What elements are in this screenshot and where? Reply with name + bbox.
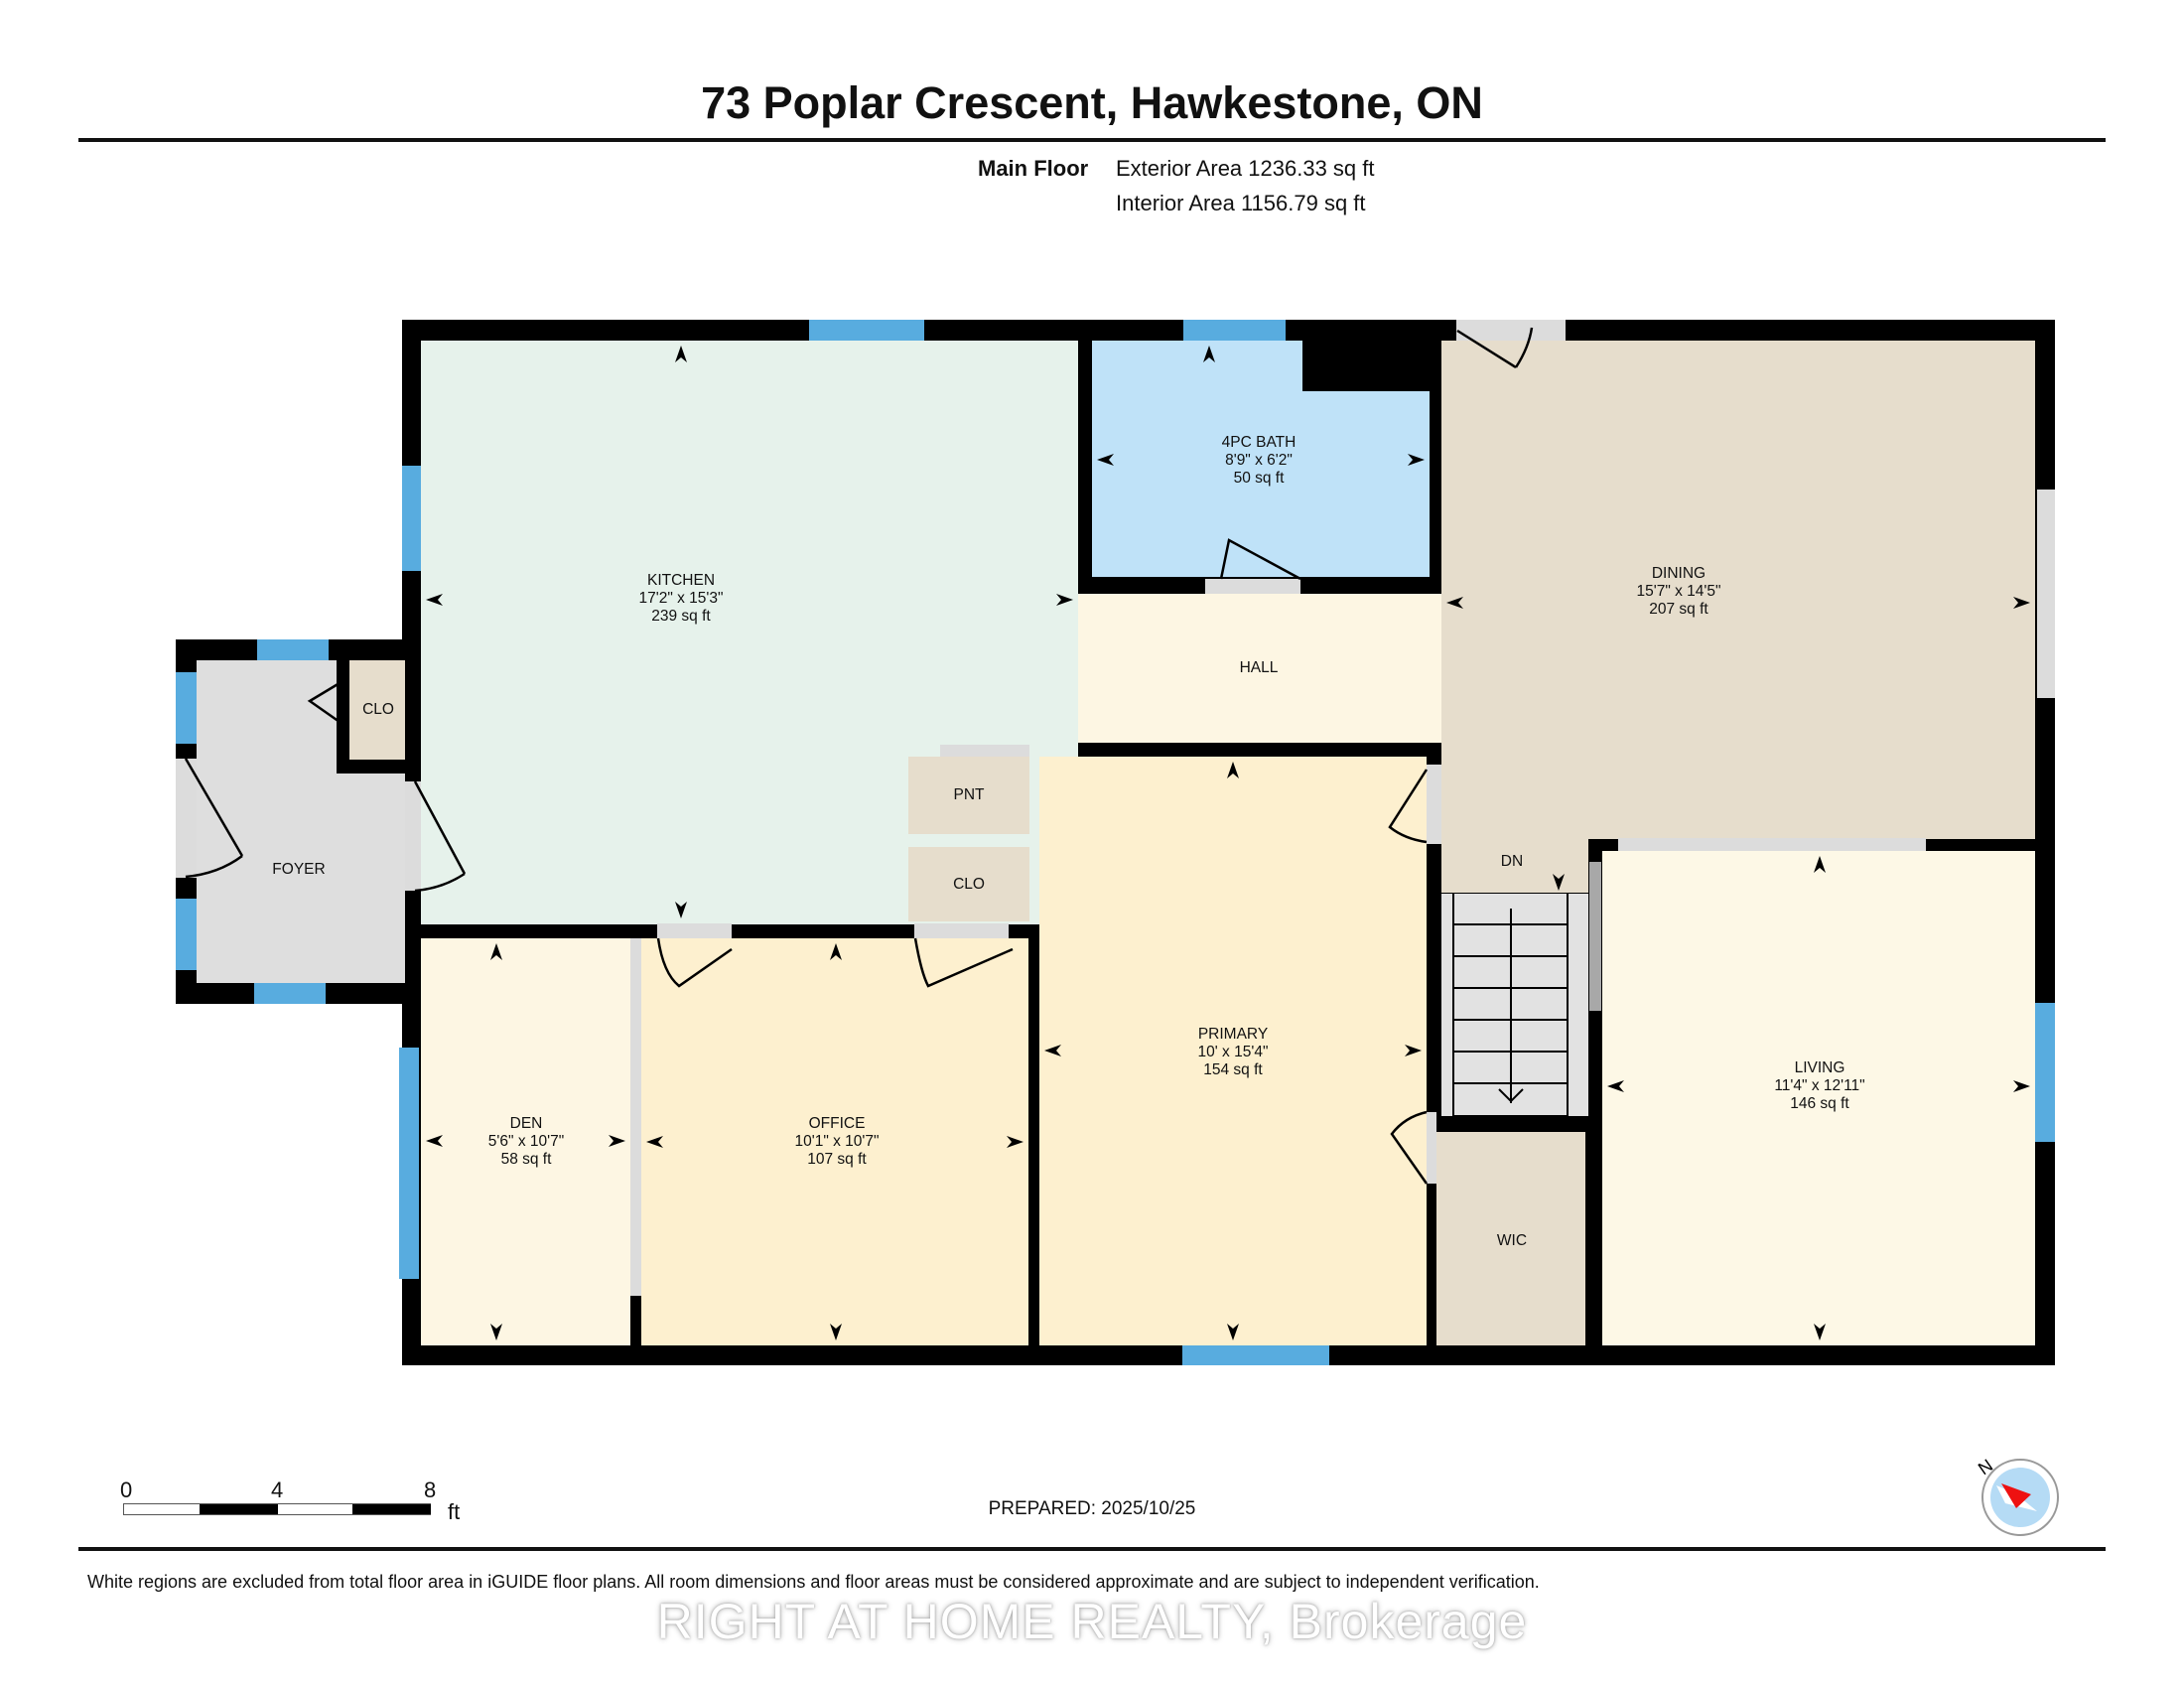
foyer-kitchen-opening: [405, 781, 421, 891]
label-pantry: PNT: [953, 786, 985, 803]
room-name: DEN: [509, 1115, 543, 1132]
scale-tick-8: 8: [424, 1477, 437, 1502]
label-bath: 4PC BATH 8'9" x 6'2" 50 sq ft: [1222, 434, 1297, 488]
label-foyer-closet: CLO: [362, 701, 394, 718]
label-stairs-down: DN: [1500, 853, 1524, 870]
room-stairs: [1441, 893, 1588, 1116]
room-dimensions: 15'7" x 14'5": [1636, 583, 1721, 600]
room-dimensions: 10' x 15'4": [1197, 1044, 1269, 1060]
footer-divider: [78, 1547, 2106, 1551]
room-pantry: [908, 757, 1029, 834]
room-name: DINING: [1651, 565, 1706, 582]
room-area: 146 sq ft: [1790, 1095, 1849, 1112]
window: [399, 1048, 419, 1279]
dining-living-opening: [1618, 838, 1926, 851]
room-name: LIVING: [1794, 1059, 1845, 1076]
label-den: DEN 5'6" x 10'7" 58 sq ft: [488, 1115, 564, 1169]
exterior-area: Exterior Area 1236.33 sq ft: [1116, 156, 1375, 181]
label-office: OFFICE 10'1" x 10'7" 107 sq ft: [794, 1115, 879, 1169]
wic-door-opening: [1427, 1112, 1436, 1184]
room-area: 207 sq ft: [1649, 601, 1708, 618]
scale-tick-0: 0: [120, 1477, 133, 1502]
stair-railing: [1589, 862, 1601, 1011]
den-office-opening: [630, 938, 641, 1296]
room-kitchen: [421, 341, 1078, 924]
label-dining: DINING 15'7" x 14'5" 207 sq ft: [1636, 565, 1720, 619]
compass-icon: N: [1975, 1448, 2065, 1537]
label-closet: CLO: [953, 876, 985, 893]
floor-label: Main Floor: [978, 156, 1089, 181]
room-area: 58 sq ft: [500, 1151, 552, 1168]
room-office: [641, 938, 1028, 1345]
header-divider: [78, 138, 2106, 142]
room-hall: [1078, 594, 1441, 743]
window: [809, 320, 924, 341]
room-area: 50 sq ft: [1233, 470, 1285, 487]
scale-tick-4: 4: [271, 1477, 284, 1502]
room-primary: [1039, 757, 1427, 1345]
window: [176, 672, 197, 744]
primary-door-opening: [1427, 765, 1441, 844]
closet-door-opening: [914, 923, 1009, 938]
page-title: 73 Poplar Crescent, Hawkestone, ON: [701, 77, 1483, 128]
room-name: OFFICE: [808, 1115, 866, 1132]
scale-unit: ft: [448, 1499, 461, 1524]
room-dimensions: 17'2" x 15'3": [638, 590, 724, 607]
room-name: PRIMARY: [1197, 1026, 1269, 1043]
interior-area: Interior Area 1156.79 sq ft: [1116, 191, 1366, 215]
window: [1182, 1345, 1329, 1365]
disclaimer: White regions are excluded from total fl…: [87, 1572, 1540, 1592]
label-kitchen: KITCHEN 17'2" x 15'3" 239 sq ft: [638, 572, 723, 626]
room-area: 107 sq ft: [807, 1151, 867, 1168]
window: [1183, 320, 1286, 341]
room-dimensions: 11'4" x 12'11": [1774, 1077, 1865, 1094]
window: [254, 983, 326, 1004]
room-bath-ext: [1302, 391, 1430, 577]
front-door-opening: [176, 759, 197, 878]
room-name: KITCHEN: [646, 572, 716, 589]
dining-exterior-door-opening: [1456, 320, 1566, 341]
room-dimensions: 8'9" x 6'2": [1225, 452, 1293, 469]
room-wic: [1436, 1132, 1585, 1345]
room-living: [1602, 851, 2035, 1345]
dining-patio-opening: [2037, 490, 2055, 698]
room-dining: [1441, 341, 2035, 839]
room-bath: [1092, 341, 1302, 577]
label-foyer: FOYER: [272, 861, 326, 878]
room-foyer-closet: [349, 660, 405, 760]
label-living: LIVING 11'4" x 12'11" 146 sq ft: [1774, 1059, 1864, 1113]
scale-bar: [123, 1503, 431, 1515]
window: [257, 639, 329, 660]
den-door-opening: [657, 923, 732, 938]
room-area: 239 sq ft: [651, 608, 711, 625]
stairs-icon: [1441, 893, 1588, 1116]
pantry-door-opening: [940, 745, 1029, 757]
room-den: [421, 938, 630, 1345]
room-area: 154 sq ft: [1203, 1061, 1263, 1078]
bath-door-opening: [1205, 579, 1300, 594]
room-name: 4PC BATH: [1221, 434, 1297, 451]
brokerage-watermark: RIGHT AT HOME REALTY, Brokerage: [656, 1594, 1528, 1649]
window: [176, 899, 197, 970]
window: [2035, 1003, 2055, 1142]
label-hall: HALL: [1239, 659, 1279, 676]
label-wic: WIC: [1496, 1232, 1528, 1249]
room-dimensions: 5'6" x 10'7": [487, 1133, 565, 1150]
room-closet: [908, 847, 1029, 921]
prepared-date: PREPARED: 2025/10/25: [988, 1498, 1196, 1519]
label-primary: PRIMARY 10' x 15'4" 154 sq ft: [1198, 1026, 1269, 1079]
window: [402, 466, 421, 571]
room-dimensions: 10'1" x 10'7": [794, 1133, 880, 1150]
